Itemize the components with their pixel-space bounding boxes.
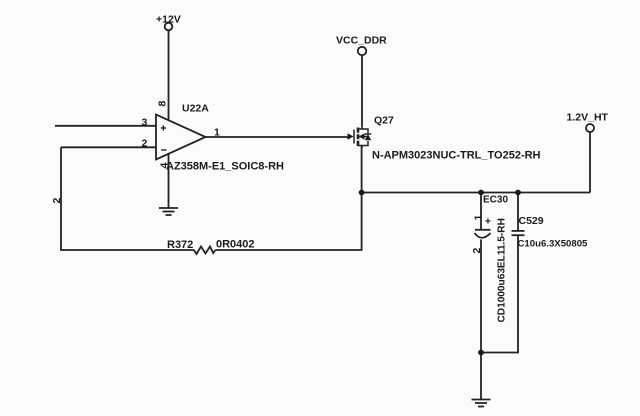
svg-text:8: 8 (157, 101, 169, 107)
svg-text:1.2V_HT: 1.2V_HT (567, 112, 609, 124)
svg-text:C10u6.3X50805: C10u6.3X50805 (518, 239, 589, 250)
svg-text:3: 3 (142, 117, 148, 129)
svg-text:+12V: +12V (156, 14, 181, 26)
svg-text:EC30: EC30 (483, 195, 508, 206)
svg-text:4: 4 (159, 163, 171, 169)
svg-text:1: 1 (214, 127, 220, 139)
svg-text:0R0402: 0R0402 (216, 239, 255, 251)
svg-text:C529: C529 (519, 215, 544, 227)
svg-text:R372: R372 (167, 239, 193, 251)
svg-text:U22A: U22A (182, 103, 209, 115)
svg-text:N-APM3023NUC-TRL_TO252-RH: N-APM3023NUC-TRL_TO252-RH (372, 150, 541, 162)
svg-text:2: 2 (142, 138, 148, 150)
svg-text:CD1000u63EL11.5-RH: CD1000u63EL11.5-RH (497, 218, 508, 322)
svg-text:2: 2 (471, 248, 483, 254)
svg-text:+: + (483, 218, 495, 224)
svg-text:1: 1 (473, 215, 485, 221)
svg-text:Q27: Q27 (374, 115, 394, 127)
svg-text:2: 2 (51, 198, 63, 204)
svg-text:VCC_DDR: VCC_DDR (336, 35, 387, 47)
svg-text:AZ358M-E1_SOIC8-RH: AZ358M-E1_SOIC8-RH (166, 161, 284, 173)
